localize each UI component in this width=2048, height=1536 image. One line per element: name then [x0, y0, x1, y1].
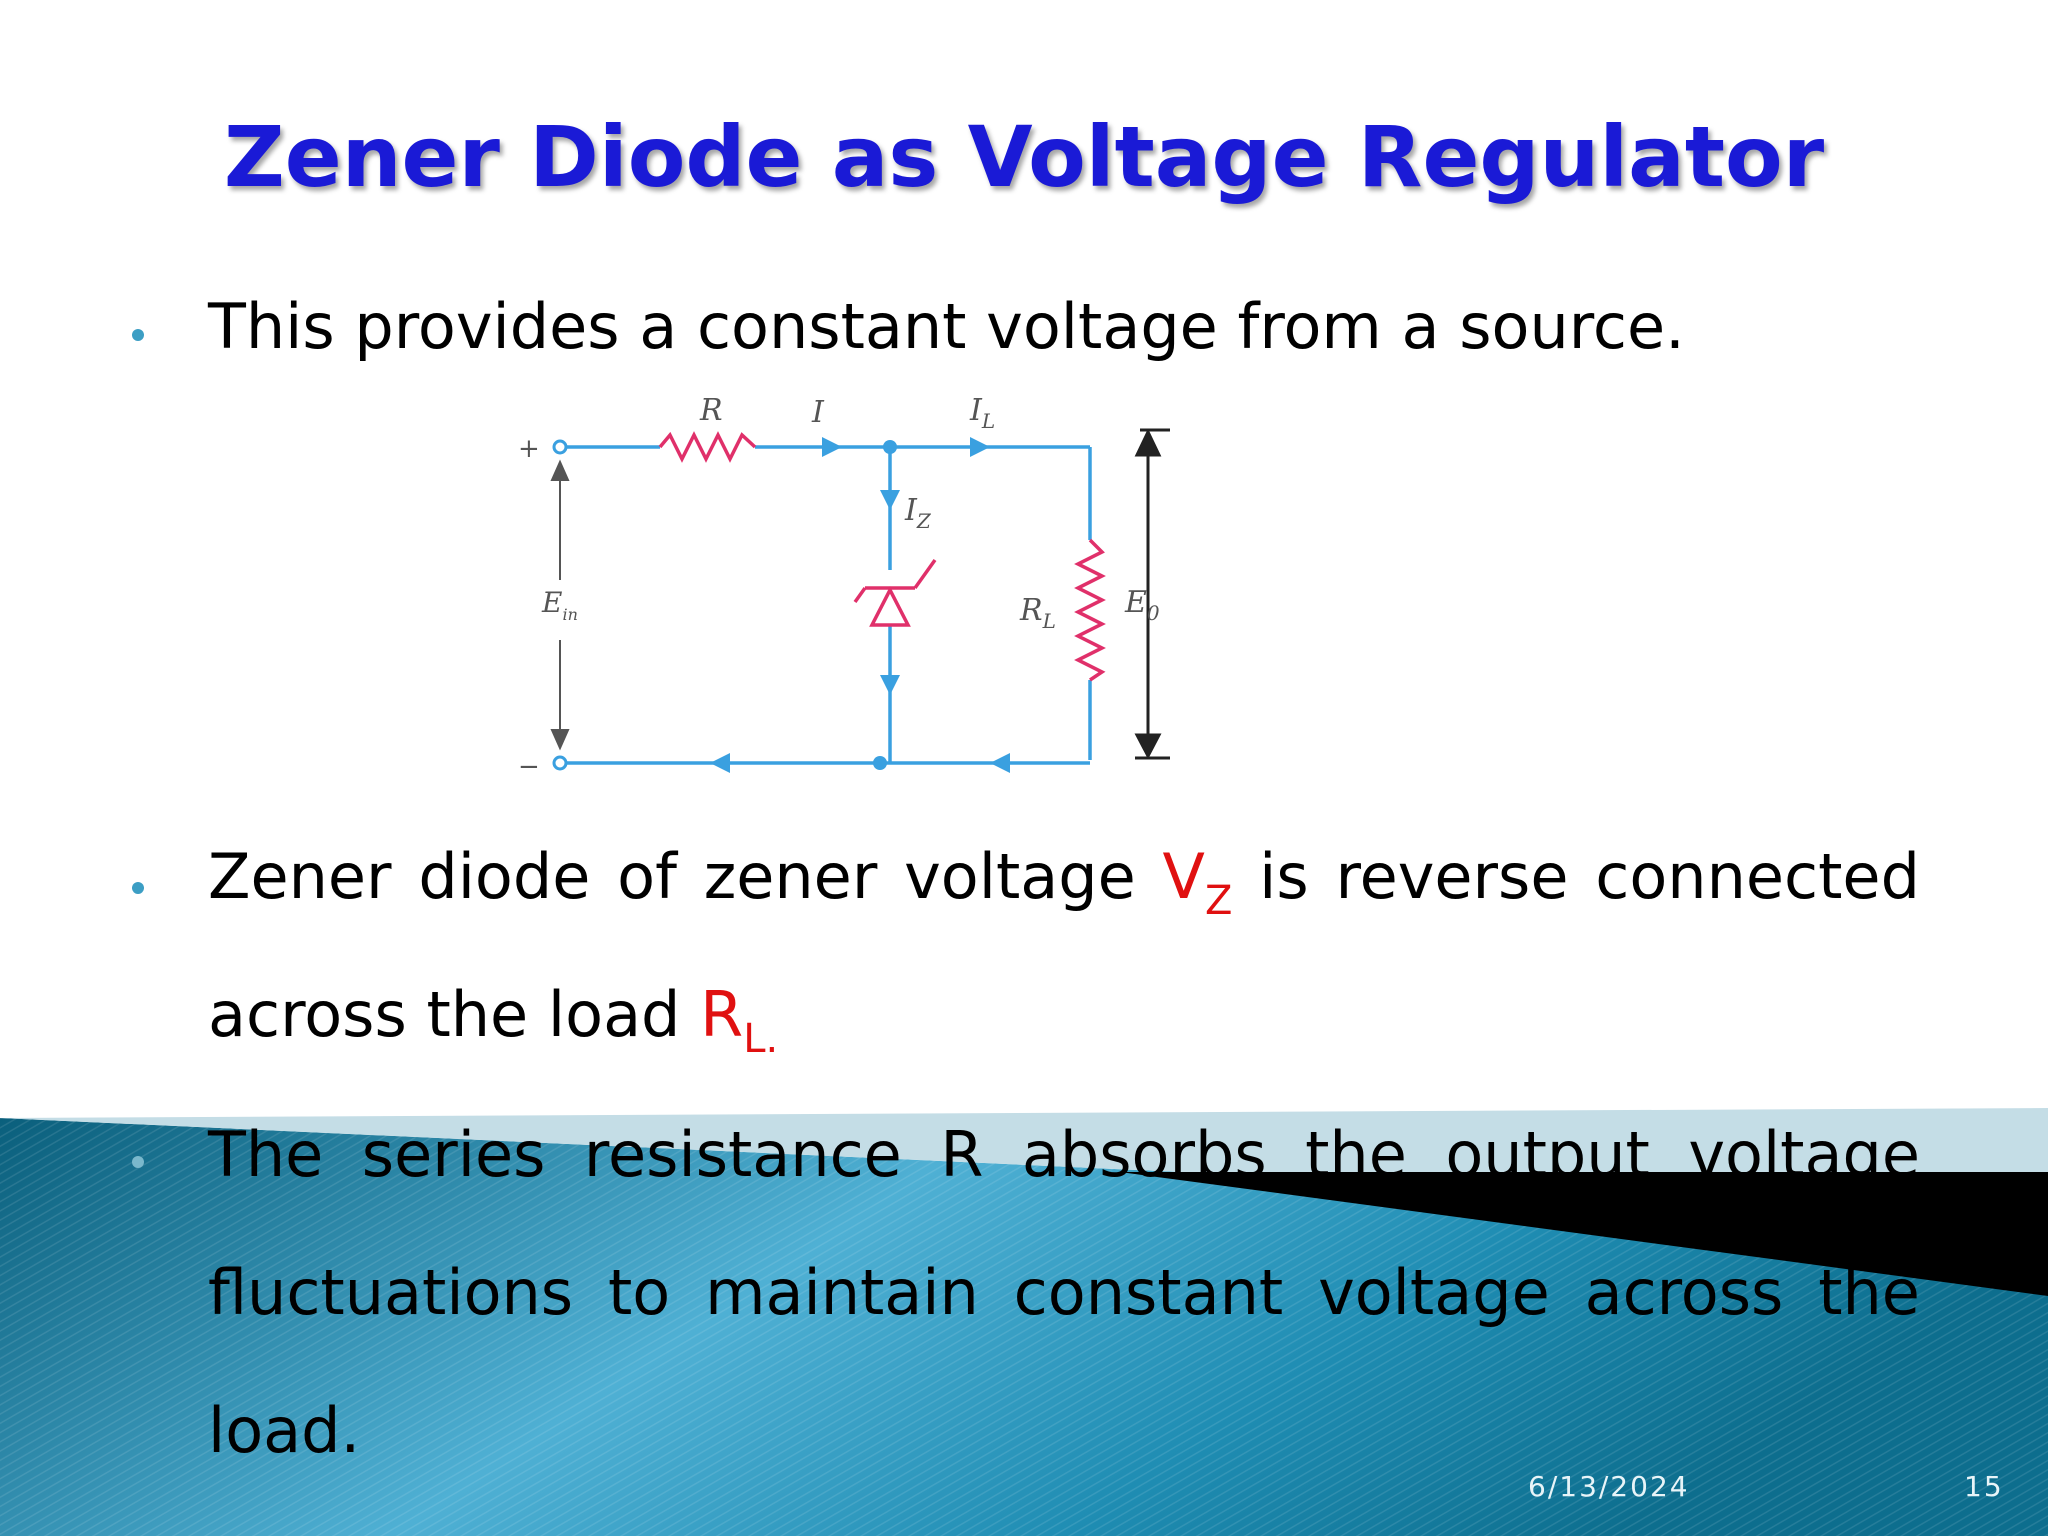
bullet-2-line-1: Zener diode of zener voltage VZ is rever…: [208, 840, 1920, 924]
word: Zener: [208, 840, 392, 913]
label-e0: E0: [1124, 585, 1160, 625]
bullet-3-line-1: The series resistance R absorbs the outp…: [208, 1118, 1920, 1191]
word: is: [1259, 840, 1309, 913]
footer-date: 6/13/2024: [1528, 1470, 1690, 1503]
slide-title: Zener Diode as Voltage Regulator: [223, 108, 1825, 206]
word: output: [1445, 1118, 1650, 1191]
word: constant: [1013, 1256, 1284, 1329]
bullet-marker: [132, 329, 144, 341]
terminal-plus: [552, 439, 568, 455]
bullet-2-line-2: across the load RL.: [208, 978, 1920, 1062]
label-r: R: [699, 393, 723, 428]
footer-page-number: 15: [1964, 1470, 2004, 1503]
line-text: across the load: [208, 978, 701, 1051]
word: to: [607, 1256, 671, 1329]
bullet-1: This provides a constant voltage from a …: [0, 282, 2048, 372]
bullet-3: The series resistance R absorbs the outp…: [0, 1118, 2048, 1478]
word: connected: [1595, 840, 1920, 913]
word: the: [1305, 1118, 1407, 1191]
label-minus: −: [518, 752, 540, 782]
terminal-minus: [552, 755, 568, 771]
word: maintain: [705, 1256, 979, 1329]
label-ein: Ein: [541, 586, 578, 624]
word: the: [1818, 1256, 1920, 1329]
word: reverse: [1335, 840, 1569, 913]
zener-voltage-symbol: VZ: [1162, 840, 1233, 924]
junction-bottom: [873, 756, 887, 770]
word: across: [1584, 1256, 1784, 1329]
bullet-marker: [132, 1156, 144, 1168]
word: zener: [703, 840, 878, 913]
series-resistor-symbol: [658, 431, 757, 463]
black-band: [1120, 1172, 2048, 1296]
label-il: IL: [969, 393, 995, 433]
word: diode: [418, 840, 591, 913]
zener-diode-symbol: [853, 558, 937, 627]
zener-regulator-circuit: R I IL IZ Ein RL E0 + −: [500, 380, 1200, 790]
word: fluctuations: [208, 1256, 574, 1329]
word: voltage: [904, 840, 1136, 913]
word: resistance: [583, 1118, 902, 1191]
label-rl: RL: [1019, 593, 1056, 633]
bullet-3-line-3: load.: [208, 1394, 361, 1467]
output-voltage-arrow: [1134, 428, 1170, 760]
label-plus: +: [518, 434, 540, 464]
word: voltage: [1688, 1118, 1920, 1191]
label-i: I: [811, 395, 825, 430]
light-band: [0, 1108, 2048, 1172]
word: of: [617, 840, 677, 913]
word: absorbs: [1021, 1118, 1267, 1191]
current-arrows: [710, 437, 1010, 773]
label-iz: IZ: [904, 493, 932, 533]
load-resistor-symbol: [1074, 538, 1106, 682]
word: The: [208, 1118, 324, 1191]
word: R: [940, 1118, 984, 1191]
word: voltage: [1318, 1256, 1550, 1329]
bullet-3-line-2: fluctuations to maintain constant voltag…: [208, 1256, 1920, 1329]
bullet-1-text: This provides a constant voltage from a …: [208, 290, 1685, 363]
word: series: [361, 1118, 546, 1191]
bullet-2: Zener diode of zener voltage VZ is rever…: [0, 840, 2048, 1070]
bullet-marker: [132, 882, 144, 894]
input-voltage-arrow: [550, 459, 570, 751]
junction-top: [883, 440, 897, 454]
load-resistance-symbol: RL.: [700, 978, 779, 1062]
